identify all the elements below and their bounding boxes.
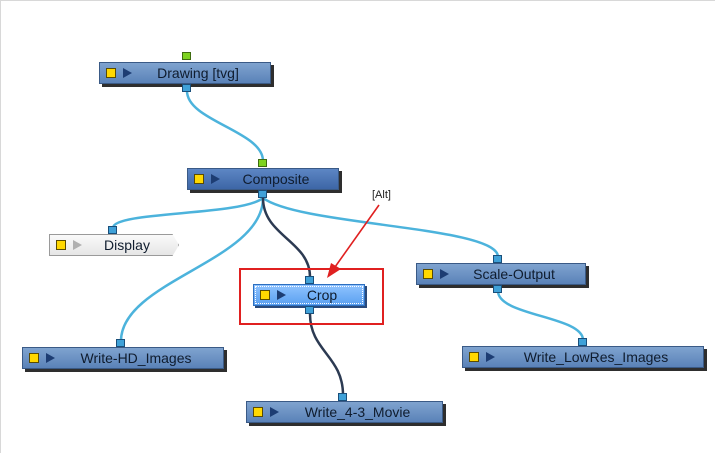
- wire-drawing-composite: [185, 90, 265, 162]
- node-scale-output-label: Scale-Output: [473, 266, 555, 282]
- node-write-hd-images[interactable]: Write-HD_Images: [22, 347, 224, 369]
- scale-output-input-port[interactable]: [493, 255, 502, 263]
- wire-scale-lowres: [496, 290, 585, 341]
- wire-crop-movie: [308, 313, 345, 396]
- write-hd-input-port[interactable]: [116, 339, 125, 347]
- node-crop[interactable]: Crop: [253, 284, 365, 306]
- play-arrow-icon[interactable]: [270, 407, 279, 417]
- scale-output-output-port[interactable]: [493, 285, 502, 293]
- drawing-input-port[interactable]: [182, 52, 191, 60]
- node-display[interactable]: Display: [49, 234, 179, 256]
- crop-highlight-box: [239, 268, 384, 325]
- play-arrow-icon[interactable]: [123, 68, 132, 78]
- enable-toggle-icon[interactable]: [194, 174, 204, 184]
- node-scale-output[interactable]: Scale-Output: [416, 263, 586, 285]
- alt-arrow-head: [327, 263, 341, 278]
- node-write-4-3-movie[interactable]: Write_4-3_Movie: [246, 401, 443, 423]
- node-write-lowres-images[interactable]: Write_LowRes_Images: [462, 346, 704, 368]
- wire-composite-scale: [262, 196, 500, 258]
- node-write-lowres-label: Write_LowRes_Images: [523, 349, 669, 365]
- play-arrow-icon[interactable]: [440, 269, 449, 279]
- enable-toggle-icon[interactable]: [260, 290, 270, 300]
- play-arrow-icon[interactable]: [73, 240, 82, 250]
- node-drawing[interactable]: Drawing [tvg]: [99, 62, 271, 84]
- node-display-label: Display: [104, 237, 150, 253]
- play-arrow-icon[interactable]: [486, 352, 495, 362]
- enable-toggle-icon[interactable]: [106, 68, 116, 78]
- alt-annotation-label: [Alt]: [372, 189, 391, 201]
- node-composite-label: Composite: [242, 171, 310, 187]
- enable-toggle-icon[interactable]: [29, 353, 39, 363]
- enable-toggle-icon[interactable]: [253, 407, 263, 417]
- wire-composite-display: [111, 196, 264, 229]
- display-input-port[interactable]: [108, 226, 117, 234]
- write-movie-input-port[interactable]: [338, 393, 347, 401]
- composite-output-port[interactable]: [258, 190, 267, 198]
- enable-toggle-icon[interactable]: [423, 269, 433, 279]
- crop-input-port[interactable]: [305, 276, 314, 284]
- drawing-output-port[interactable]: [182, 84, 191, 92]
- play-arrow-icon[interactable]: [211, 174, 220, 184]
- alt-arrow-line: [334, 204, 380, 268]
- crop-output-port[interactable]: [305, 306, 314, 314]
- node-crop-label: Crop: [306, 287, 338, 303]
- wire-composite-write-hd: [119, 197, 265, 342]
- node-write-hd-label: Write-HD_Images: [80, 350, 192, 366]
- node-drawing-label: Drawing [tvg]: [157, 65, 239, 81]
- node-composite[interactable]: Composite: [187, 168, 339, 190]
- wire-composite-crop: [261, 197, 312, 278]
- play-arrow-icon[interactable]: [277, 290, 286, 300]
- composite-input-port[interactable]: [258, 159, 267, 167]
- enable-toggle-icon[interactable]: [56, 240, 66, 250]
- play-arrow-icon[interactable]: [46, 353, 55, 363]
- write-lowres-input-port[interactable]: [578, 338, 587, 346]
- enable-toggle-icon[interactable]: [469, 352, 479, 362]
- node-write-movie-label: Write_4-3_Movie: [304, 404, 411, 420]
